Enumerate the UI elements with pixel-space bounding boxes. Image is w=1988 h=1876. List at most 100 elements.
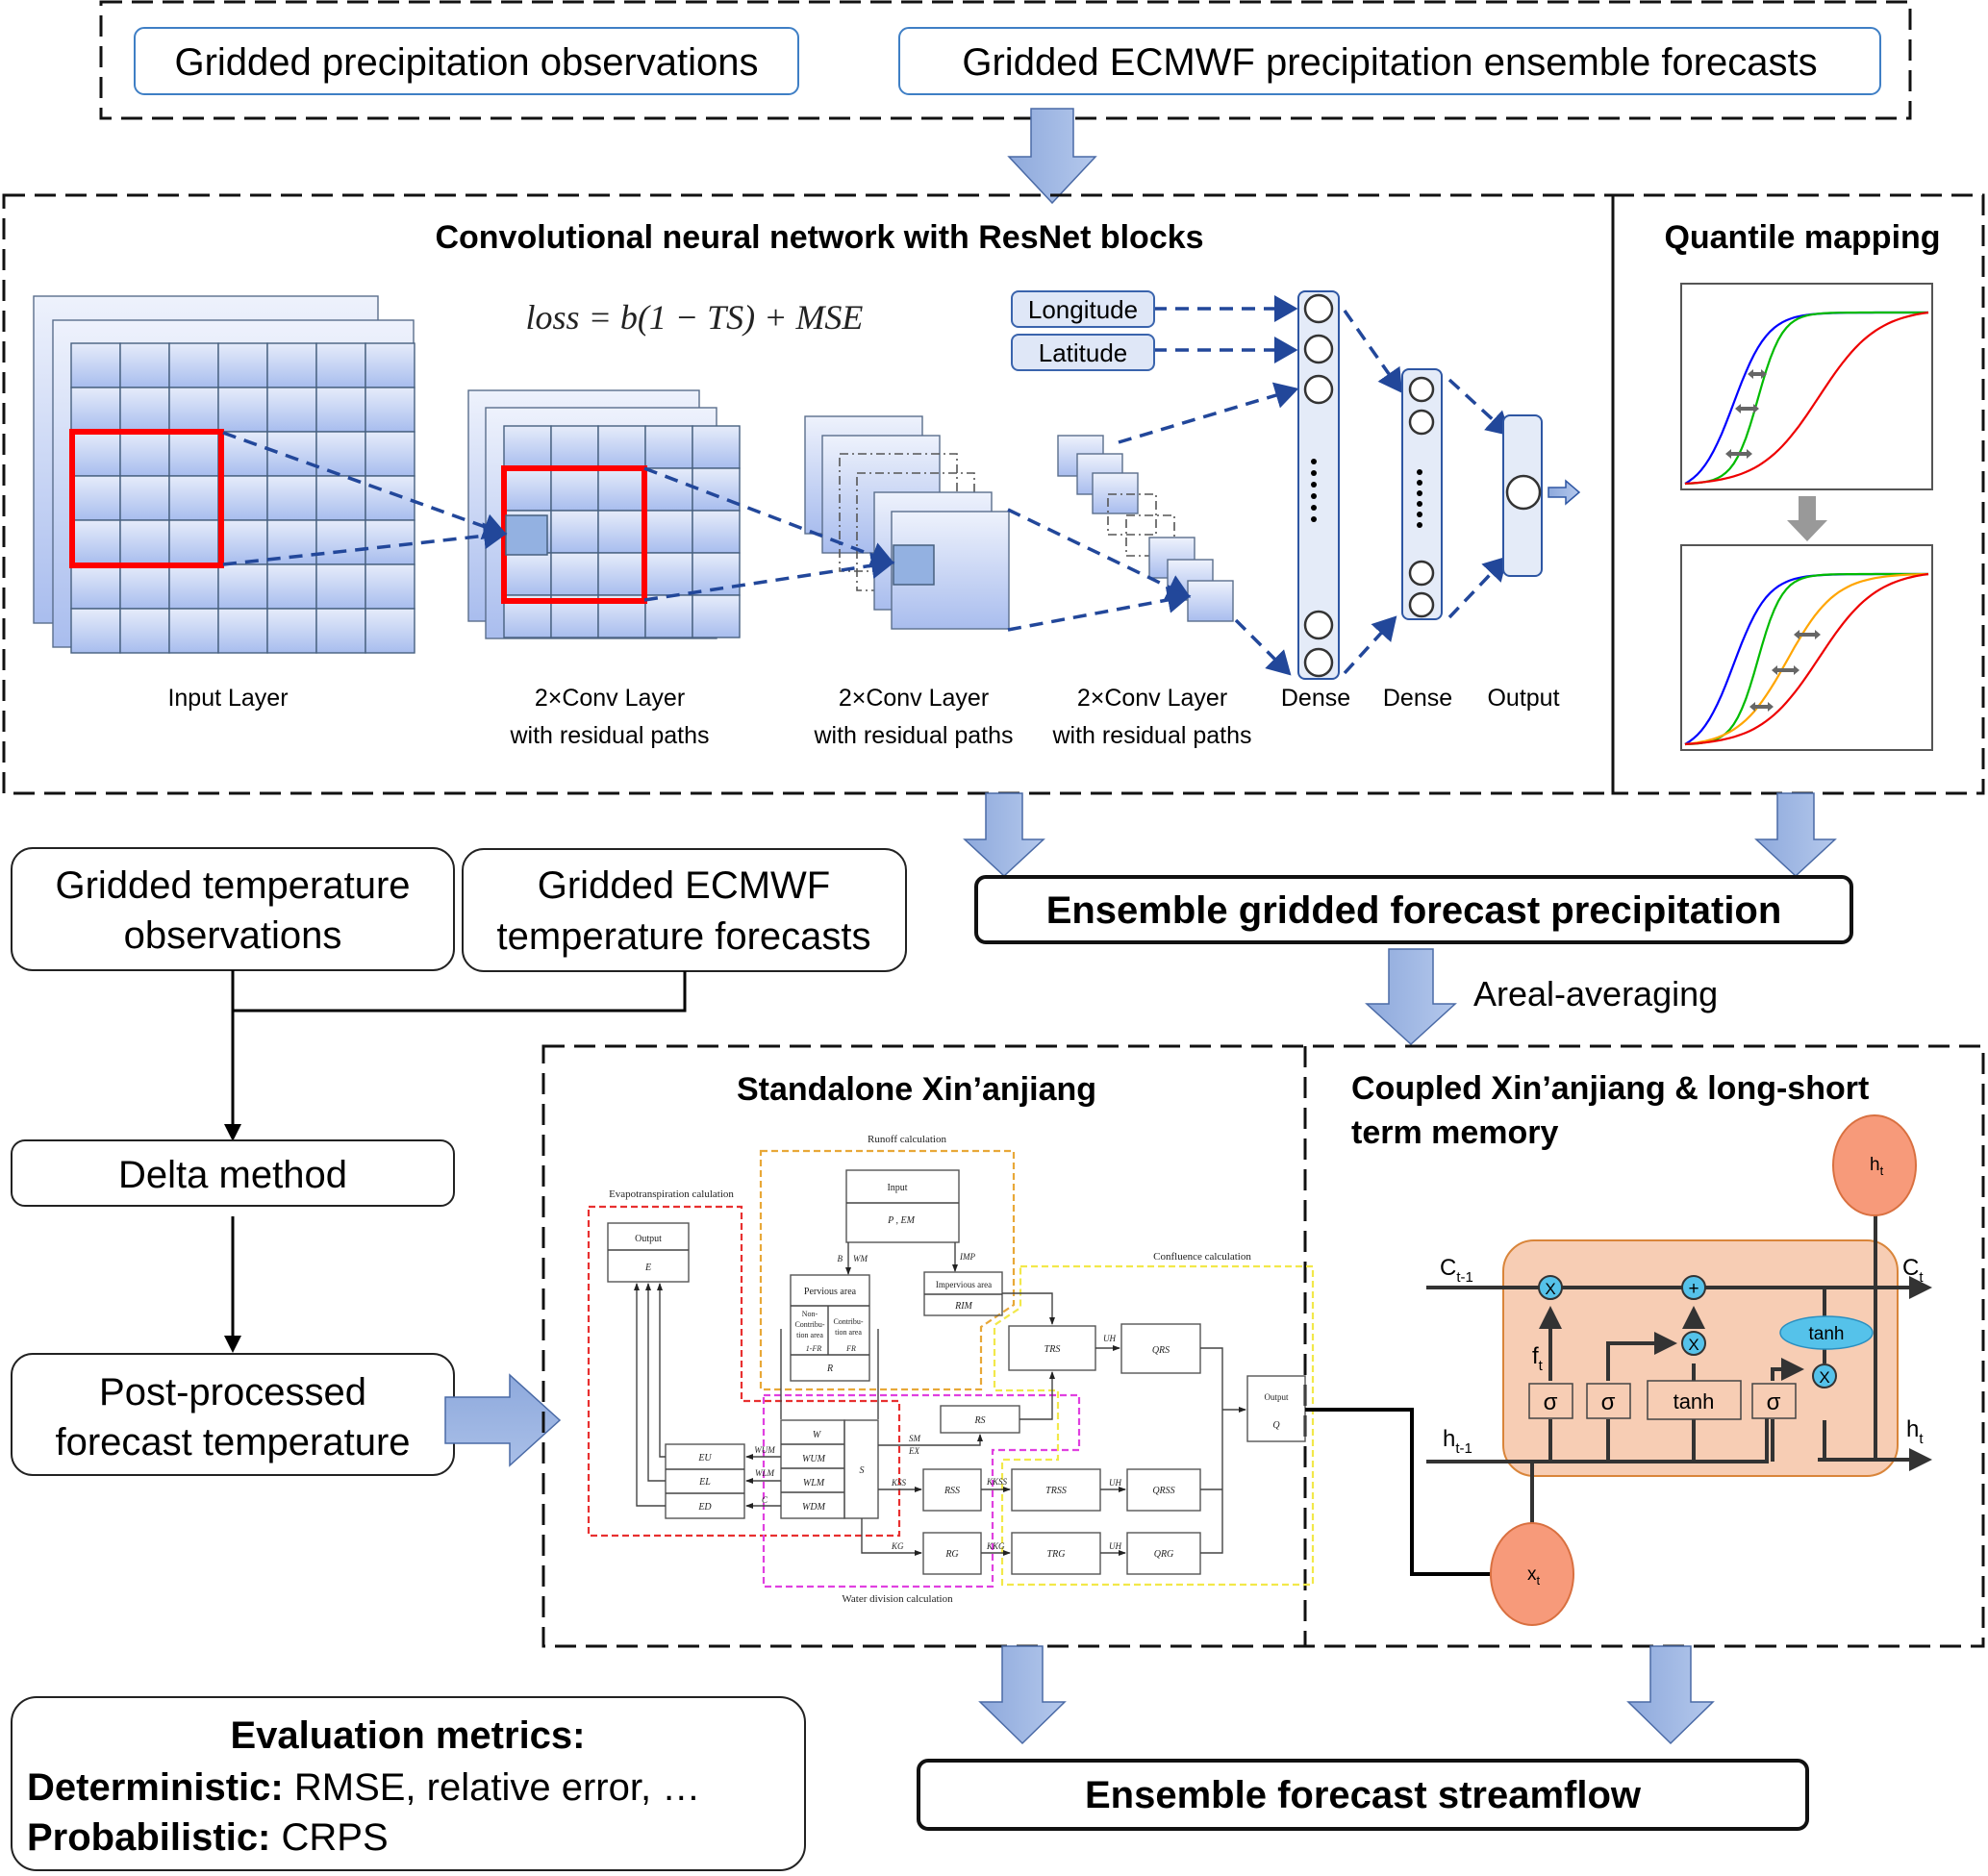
grid-cell	[70, 608, 121, 654]
precip-inputs-frame	[99, 0, 1912, 120]
grid-cell	[315, 563, 366, 610]
standalone-xaj-section: Standalone Xin’anjiang Runoff calculatio…	[587, 1071, 1315, 1605]
flow-arrow-xaj-to-streamflow	[978, 1645, 1067, 1745]
grid-cell	[217, 387, 268, 433]
xaj-el-label: EL	[698, 1477, 711, 1488]
grid-cell	[217, 519, 268, 565]
xaj-output-e-label: Output	[635, 1234, 662, 1244]
layer-label-dense2: Dense	[1383, 685, 1452, 712]
conv2-stack	[804, 415, 1010, 630]
grid-cell	[597, 467, 646, 512]
grid-cell	[644, 594, 693, 638]
output-gate-sigma	[1751, 1383, 1797, 1419]
ht-output-node	[1832, 1114, 1917, 1216]
forget-gate-label: ft	[1532, 1343, 1544, 1374]
grid-cell	[315, 519, 366, 565]
shift-arrow-icon	[1735, 404, 1759, 413]
xaj-pervious-label: Pervious area	[804, 1287, 857, 1297]
xaj-input-vars: P , EM	[887, 1215, 916, 1226]
quantile-plot-before	[1680, 283, 1933, 490]
quantile-mapping-section: Quantile mapping	[1611, 193, 1985, 795]
ht-output-label: ht	[1870, 1155, 1884, 1178]
forget-multiply-op	[1538, 1275, 1563, 1300]
flow-arrow-qm-to-precip	[1754, 792, 1837, 878]
grid-cell	[365, 387, 415, 433]
xaj-rs-label: RS	[973, 1415, 985, 1426]
grid-cell	[692, 425, 741, 469]
grid-cell	[550, 552, 599, 596]
grid-cell	[644, 552, 693, 596]
grid-cell	[119, 519, 170, 565]
flow-arrow-cnn-to-precip	[963, 792, 1045, 878]
xaj-noncontrib-text: tion area	[796, 1331, 823, 1339]
grid-cell	[597, 425, 646, 469]
ensemble-precip-box[interactable]	[974, 875, 1853, 944]
precip-ecmwf-box[interactable]	[898, 27, 1881, 95]
cnn-connectors	[222, 295, 1511, 676]
temp-ecmwf-line1: Gridded ECMWF	[538, 864, 831, 907]
grid-cell	[315, 342, 366, 388]
latitude-input-box	[1011, 334, 1155, 371]
grid-cell	[365, 608, 415, 654]
sigma-label: σ	[1767, 1389, 1781, 1415]
sigma-label: σ	[1544, 1389, 1558, 1415]
grid-cell	[644, 425, 693, 469]
output-layer	[1502, 414, 1581, 577]
grid-cell	[70, 431, 121, 477]
candidate-tanh-box	[1647, 1380, 1742, 1420]
precip-observations-box[interactable]	[134, 27, 799, 95]
shift-arrow-icon	[1748, 369, 1767, 379]
hidden-state-line	[1426, 1413, 1769, 1463]
xaj-output-e-box	[607, 1222, 690, 1283]
xaj-edge-label: WUM	[754, 1445, 775, 1455]
latitude-label: Latitude	[1039, 338, 1128, 367]
grid-cell	[70, 519, 121, 565]
grid-cell	[503, 552, 552, 596]
grid-cell	[315, 387, 366, 433]
evaluation-deterministic: Deterministic: RMSE, relative error, …	[27, 1766, 700, 1809]
add-label: +	[1688, 1279, 1699, 1299]
grid-cell	[217, 563, 268, 610]
ensemble-streamflow-box[interactable]	[917, 1759, 1809, 1831]
grid-cell	[119, 387, 170, 433]
cell-tanh-op	[1779, 1315, 1874, 1350]
tanh-label: tanh	[1673, 1389, 1715, 1413]
grid-cell	[266, 342, 317, 388]
xaj-qrs-label: QRS	[1152, 1345, 1170, 1356]
grid-cell	[315, 475, 366, 521]
input-multiply-op	[1681, 1331, 1706, 1356]
ensemble-streamflow-label: Ensemble forecast streamflow	[1085, 1774, 1642, 1816]
xaj-impervious-label: Impervious area	[936, 1280, 992, 1289]
h-prev-label: ht-1	[1443, 1426, 1472, 1457]
xaj-noncontrib-text: 1-FR	[806, 1344, 822, 1353]
lstm-cell	[1502, 1239, 1899, 1477]
grid-cell	[266, 563, 317, 610]
xaj-eu-label: EU	[697, 1453, 712, 1463]
grid-cell	[266, 608, 317, 654]
tanh-label: tanh	[1809, 1324, 1845, 1344]
shift-arrow-icon	[1772, 665, 1799, 675]
delta-method-box[interactable]	[11, 1139, 455, 1207]
evaluation-title: Evaluation metrics:	[230, 1714, 585, 1757]
grid-cell	[315, 608, 366, 654]
input-gate-sigma	[1586, 1383, 1631, 1419]
xaj-water-division-label: Water division calculation	[842, 1593, 953, 1605]
grid-cell	[266, 475, 317, 521]
grid-cell	[266, 431, 317, 477]
mult-label: X	[1688, 1336, 1699, 1354]
temperature-path: Gridded temperature observations Gridded…	[11, 847, 907, 1476]
c-next-label: Ct	[1902, 1255, 1924, 1286]
xaj-edge-label: EX	[908, 1446, 919, 1456]
grid-cell	[365, 563, 415, 610]
xaj-confluence-region	[993, 1264, 1315, 1587]
forget-gate-sigma	[1528, 1383, 1573, 1419]
xaj-output-e-var: E	[644, 1263, 651, 1273]
xaj-trg-label: TRG	[1047, 1549, 1066, 1560]
grid-cell	[365, 431, 415, 477]
grid-cell	[70, 475, 121, 521]
shift-arrow-icon	[1794, 630, 1821, 639]
grid-cell	[119, 608, 170, 654]
cdf-curve-green	[1684, 311, 1928, 486]
xaj-edge-label: WM	[853, 1254, 868, 1263]
